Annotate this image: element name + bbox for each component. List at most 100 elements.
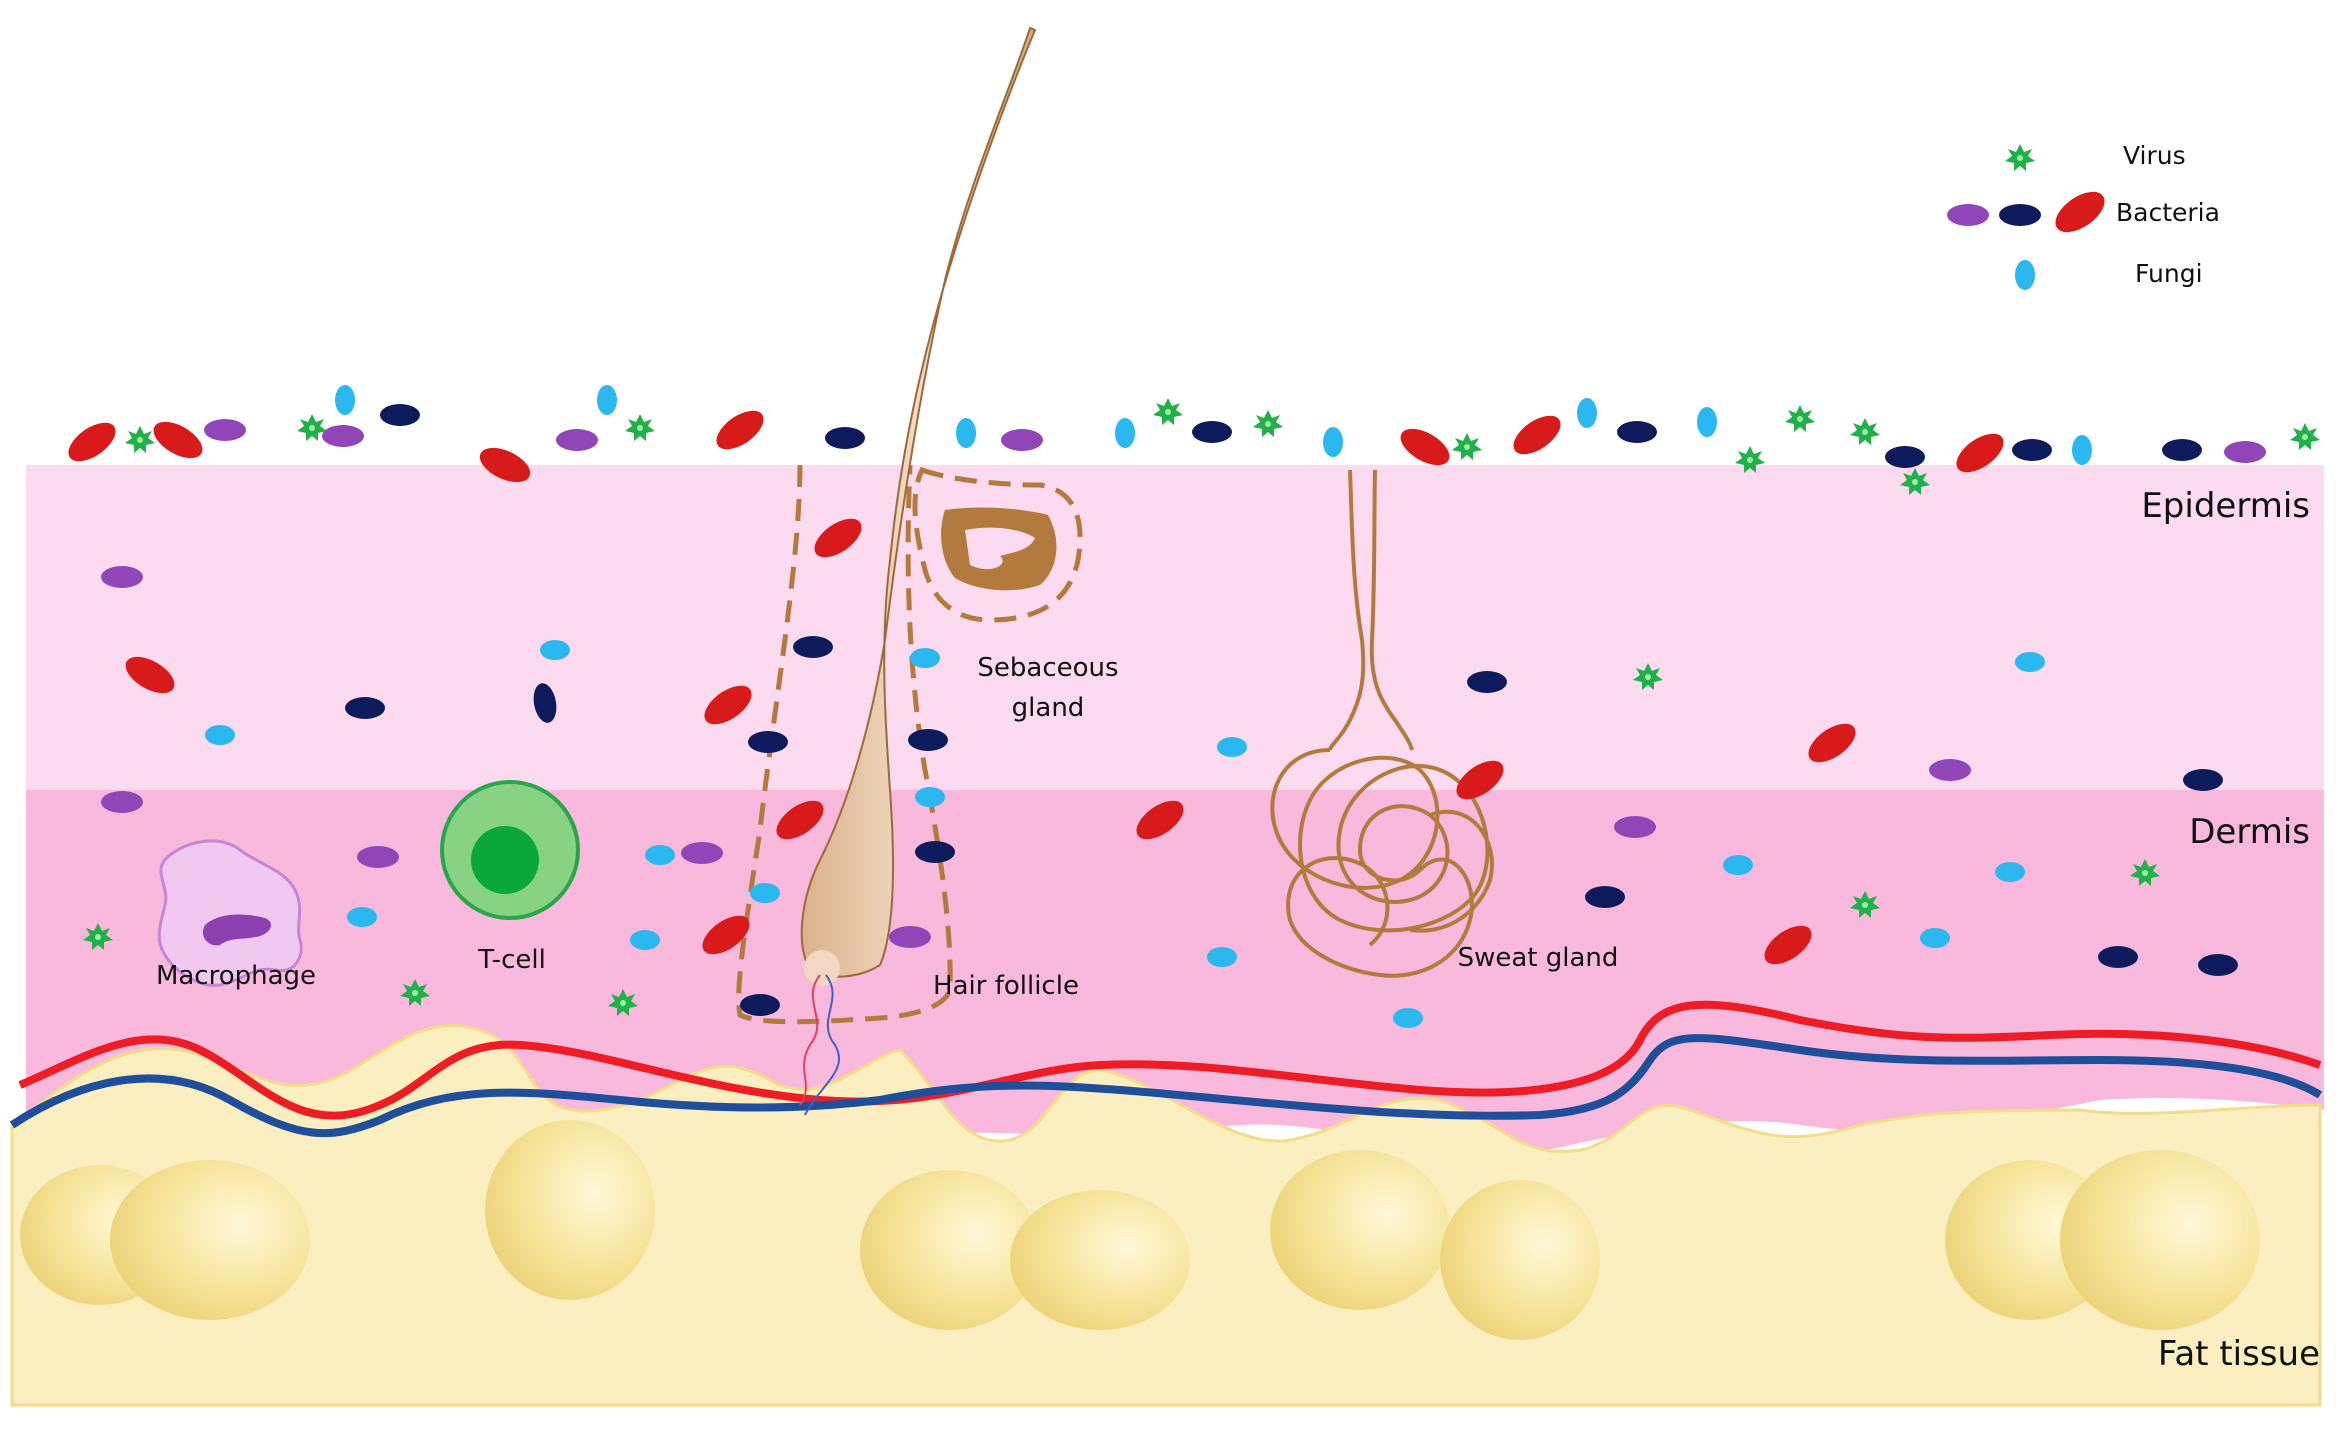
t-cell-label: T-cell xyxy=(477,945,546,975)
bacteria-red xyxy=(68,422,116,462)
legend-bacteria-label: Bacteria xyxy=(2116,198,2220,227)
fungi-cell xyxy=(645,845,675,865)
bacteria-purple xyxy=(2224,441,2266,463)
bacteria-red xyxy=(814,518,862,558)
sebaceous-outline xyxy=(912,466,1083,623)
bacteria-purple xyxy=(1614,816,1656,838)
fungi-cell xyxy=(2072,435,2092,465)
bacteria-red xyxy=(1808,723,1856,763)
bacteria-red xyxy=(776,800,824,840)
virus-particle xyxy=(1785,405,1815,432)
virus-particle xyxy=(1253,410,1283,437)
bacteria-navy xyxy=(2098,946,2138,968)
bacteria-red xyxy=(125,656,175,694)
bacteria-red xyxy=(479,447,531,483)
legend-fungi-icon xyxy=(2015,260,2035,290)
hair-bulb xyxy=(804,950,840,986)
bacteria-purple xyxy=(101,791,143,813)
fungi-cell xyxy=(910,648,940,668)
fungi-cell xyxy=(1920,928,1950,948)
macrophage-nucleus xyxy=(202,914,272,946)
sweat-gland-label: Sweat gland xyxy=(1458,943,1619,973)
bacteria-red xyxy=(716,410,764,450)
dermis-layer xyxy=(26,790,2324,1160)
fungi-cell xyxy=(1723,855,1753,875)
fat-tissue-layer xyxy=(10,1023,2322,1407)
follicle-blood-supply-blue xyxy=(804,974,841,1116)
fungi-cell xyxy=(1207,947,1237,967)
fat-cell xyxy=(1270,1150,1450,1310)
bacteria-purple xyxy=(322,425,364,447)
fat-cell xyxy=(485,1120,655,1300)
sebaceous-gland-label-line1: Sebaceous xyxy=(977,653,1118,683)
bacteria-purple xyxy=(1929,759,1971,781)
macrophage-cell xyxy=(157,839,303,987)
virus-particle xyxy=(1452,433,1482,460)
fungi-cell xyxy=(205,725,235,745)
microbes-layer xyxy=(68,385,2320,1028)
virus-particle xyxy=(1153,398,1183,425)
fungi-cell xyxy=(1217,737,1247,757)
bacteria-navy xyxy=(908,729,948,751)
fat-tissue-label: Fat tissue xyxy=(2158,1334,2320,1374)
sweat-duct xyxy=(1328,469,1414,751)
sebaceous-gland xyxy=(912,466,1083,623)
follicle-blood-supply-red xyxy=(799,974,821,1106)
sweat-gland xyxy=(1270,469,1494,978)
fungi-cell xyxy=(1995,862,2025,882)
virus-particle xyxy=(2290,423,2320,450)
bacteria-navy xyxy=(915,841,955,863)
bacteria-navy xyxy=(1467,671,1507,693)
sebaceous-lumen xyxy=(965,527,1035,570)
bacteria-purple xyxy=(357,846,399,868)
fungi-cell xyxy=(2015,652,2045,672)
virus-particle xyxy=(125,426,155,453)
t-cell-nucleus xyxy=(471,826,539,894)
fungi-cell xyxy=(915,787,945,807)
legend-virus-label: Virus xyxy=(2123,141,2186,170)
bacteria-purple xyxy=(101,566,143,588)
macrophage-label: Macrophage xyxy=(156,961,316,991)
bacteria-navy xyxy=(380,404,420,426)
fungi-cell xyxy=(956,418,976,448)
bacteria-navy xyxy=(2012,439,2052,461)
fat-cell xyxy=(2060,1150,2260,1330)
bacteria-navy xyxy=(345,697,385,719)
bacteria-navy xyxy=(1585,886,1625,908)
bacteria-purple xyxy=(889,926,931,948)
bacteria-purple xyxy=(204,419,246,441)
vein-vessel xyxy=(9,1034,2323,1138)
fat-cell xyxy=(860,1170,1040,1330)
fungi-cell xyxy=(597,385,617,415)
fungi-cell xyxy=(540,640,570,660)
bacteria-red xyxy=(153,421,203,459)
legend-bacteria-navy-icon xyxy=(1999,204,2041,226)
bacteria-navy xyxy=(2198,954,2238,976)
fungi-cell xyxy=(1323,427,1343,457)
fungi-cell xyxy=(1697,407,1717,437)
bacteria-red xyxy=(1956,433,2004,473)
bacteria-red xyxy=(1136,800,1184,840)
bacteria-navy xyxy=(2183,769,2223,791)
legend-bacteria-purple-icon xyxy=(1947,204,1989,226)
fat-cell xyxy=(110,1160,310,1320)
fat-cells xyxy=(20,1120,2260,1340)
bacteria-purple xyxy=(556,429,598,451)
artery-vessel xyxy=(18,1000,2322,1120)
bacteria-navy xyxy=(1617,421,1657,443)
legend-fungi-label: Fungi xyxy=(2135,259,2203,288)
bacteria-purple xyxy=(1001,429,1043,451)
sweat-coil xyxy=(1270,748,1494,978)
legend-bacteria-red-icon xyxy=(2055,191,2105,233)
blood-vessels xyxy=(9,1000,2323,1138)
bacteria-red xyxy=(702,915,750,955)
bacteria-red xyxy=(1456,760,1504,800)
bacteria-navy xyxy=(825,427,865,449)
bacteria-navy xyxy=(2162,439,2202,461)
fungi-cell xyxy=(1577,398,1597,428)
bacteria-navy xyxy=(533,683,557,723)
bacteria-navy xyxy=(1192,421,1232,443)
virus-particle xyxy=(1850,418,1880,445)
bacteria-navy xyxy=(748,731,788,753)
